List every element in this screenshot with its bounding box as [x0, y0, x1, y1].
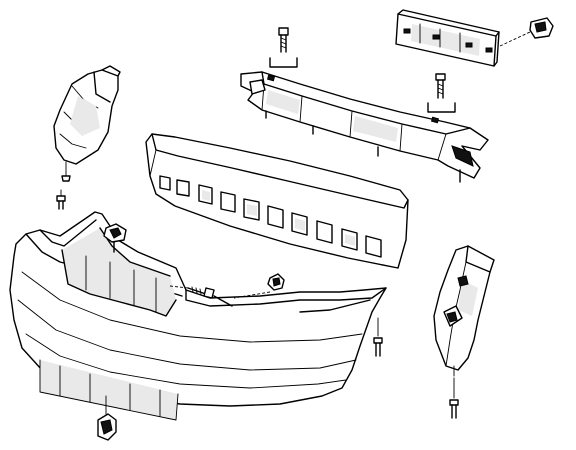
bolt-bottom-right	[449, 377, 459, 419]
clip-top-right	[499, 17, 554, 47]
left-mud-guard	[53, 65, 121, 182]
bolt-right	[373, 317, 383, 357]
bolt-middle	[169, 285, 215, 299]
bolt-top-right	[427, 73, 456, 113]
push-pin-clip	[103, 223, 127, 253]
clip-bottom	[97, 395, 117, 441]
bolt-top	[269, 27, 298, 68]
screw-left	[56, 189, 66, 210]
energy-absorber	[145, 133, 409, 269]
nut	[233, 273, 285, 299]
rear-bumper-cover	[9, 211, 387, 421]
bumper-reinforcement-beam	[240, 71, 489, 183]
right-side-bracket	[433, 245, 495, 377]
bumper-mounting-bracket	[395, 9, 500, 67]
